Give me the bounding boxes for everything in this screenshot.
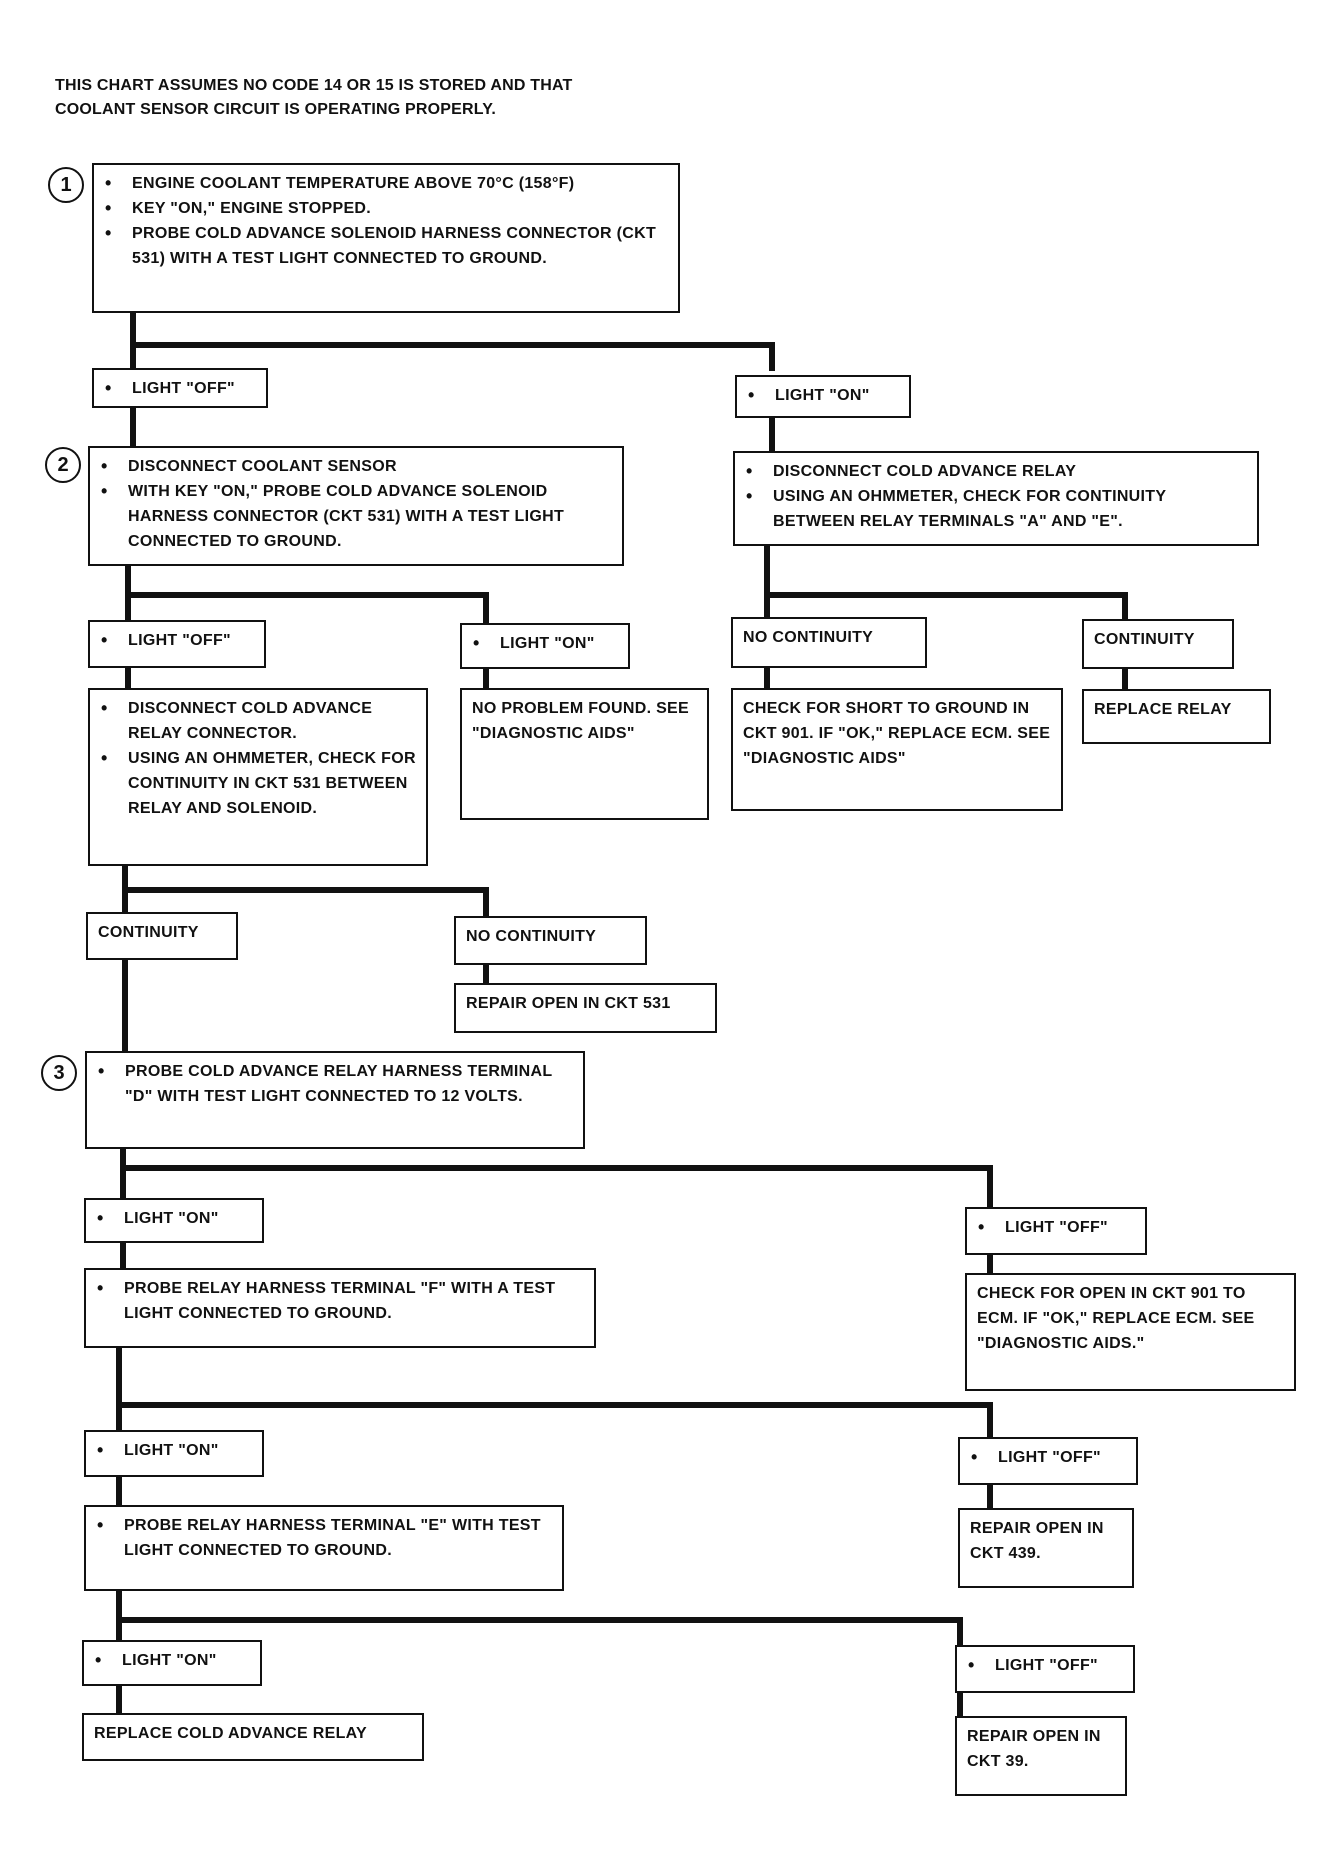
no-continuity-label: NO CONTINUITY: [466, 928, 597, 945]
terminal-e-light-on: LIGHT "ON": [82, 1640, 262, 1686]
terminal-e-box: PROBE RELAY HARNESS TERMINAL "E" WITH TE…: [84, 1505, 564, 1591]
step-1-item-2: KEY "ON," ENGINE STOPPED.: [105, 196, 670, 221]
repair-ckt-439-box: REPAIR OPEN IN CKT 439.: [958, 1508, 1134, 1588]
light-on-label: LIGHT "ON": [97, 1206, 254, 1231]
step-2-item-1: DISCONNECT COOLANT SENSOR: [101, 454, 614, 479]
terminal-f-light-on: LIGHT "ON": [84, 1430, 264, 1477]
check-ckt-901-text: CHECK FOR OPEN IN CKT 901 TO ECM. IF "OK…: [977, 1285, 1255, 1352]
light-off-label: LIGHT "OFF": [101, 628, 256, 653]
light-off-label: LIGHT "OFF": [971, 1445, 1128, 1470]
terminal-e-item: PROBE RELAY HARNESS TERMINAL "E" WITH TE…: [97, 1513, 554, 1563]
step-3-light-on: LIGHT "ON": [84, 1198, 264, 1243]
step-3-marker: 3: [41, 1055, 77, 1091]
no-problem-box: NO PROBLEM FOUND. SEE "DIAGNOSTIC AIDS": [460, 688, 709, 820]
no-problem-text: NO PROBLEM FOUND. SEE "DIAGNOSTIC AIDS": [472, 700, 689, 742]
no-continuity-box: NO CONTINUITY: [731, 617, 927, 668]
step-1-marker: 1: [48, 167, 84, 203]
replace-cold-advance-relay-box: REPLACE COLD ADVANCE RELAY: [82, 1713, 424, 1761]
disconnect-connector-box: DISCONNECT COLD ADVANCE RELAY CONNECTOR.…: [88, 688, 428, 866]
continuity-result-box: CONTINUITY: [86, 912, 238, 960]
replace-relay-text: REPLACE RELAY: [1094, 701, 1232, 718]
short-to-ground-box: CHECK FOR SHORT TO GROUND IN CKT 901. IF…: [731, 688, 1063, 811]
step-2-item-2: WITH KEY "ON," PROBE COLD ADVANCE SOLENO…: [101, 479, 614, 554]
replace-relay-box: REPLACE RELAY: [1082, 689, 1271, 744]
repair-ckt-439-text: REPAIR OPEN IN CKT 439.: [970, 1520, 1104, 1562]
step-3-light-off: LIGHT "OFF": [965, 1207, 1147, 1255]
light-on-label: LIGHT "ON": [748, 383, 901, 408]
step-1-item-1: ENGINE COOLANT TEMPERATURE ABOVE 70°C (1…: [105, 171, 670, 196]
continuity-box: CONTINUITY: [1082, 619, 1234, 669]
relay-item-1: DISCONNECT COLD ADVANCE RELAY: [746, 459, 1249, 484]
continuity-label: CONTINUITY: [98, 924, 199, 941]
light-on-label: LIGHT "ON": [473, 631, 620, 656]
step-2-light-on: LIGHT "ON": [460, 623, 630, 669]
light-off-label: LIGHT "OFF": [968, 1653, 1125, 1678]
light-off-label: LIGHT "OFF": [978, 1215, 1137, 1240]
assumption-line-2: COOLANT SENSOR CIRCUIT IS OPERATING PROP…: [55, 101, 497, 118]
assumption-line-1: THIS CHART ASSUMES NO CODE 14 OR 15 IS S…: [55, 77, 573, 94]
terminal-f-item: PROBE RELAY HARNESS TERMINAL "F" WITH A …: [97, 1276, 586, 1326]
step-2-marker: 2: [45, 447, 81, 483]
continuity-label: CONTINUITY: [1094, 631, 1195, 648]
check-ckt-901-box: CHECK FOR OPEN IN CKT 901 TO ECM. IF "OK…: [965, 1273, 1296, 1391]
repair-ckt-531-text: REPAIR OPEN IN CKT 531: [466, 995, 671, 1012]
step-1-light-on: LIGHT "ON": [735, 375, 911, 418]
repair-ckt-531-box: REPAIR OPEN IN CKT 531: [454, 983, 717, 1033]
terminal-e-light-off: LIGHT "OFF": [955, 1645, 1135, 1693]
terminal-f-light-off: LIGHT "OFF": [958, 1437, 1138, 1485]
step-3-box: PROBE COLD ADVANCE RELAY HARNESS TERMINA…: [85, 1051, 585, 1149]
light-on-label: LIGHT "ON": [97, 1438, 254, 1463]
disconnect-item-1: DISCONNECT COLD ADVANCE RELAY CONNECTOR.: [101, 696, 418, 746]
step-1-box: ENGINE COOLANT TEMPERATURE ABOVE 70°C (1…: [92, 163, 680, 313]
light-on-label: LIGHT "ON": [95, 1648, 252, 1673]
step-1-item-3: PROBE COLD ADVANCE SOLENOID HARNESS CONN…: [105, 221, 670, 271]
replace-cold-advance-relay-text: REPLACE COLD ADVANCE RELAY: [94, 1725, 368, 1742]
disconnect-item-2: USING AN OHMMETER, CHECK FOR CONTINUITY …: [101, 746, 418, 821]
repair-ckt-39-box: REPAIR OPEN IN CKT 39.: [955, 1716, 1127, 1796]
relay-item-2: USING AN OHMMETER, CHECK FOR CONTINUITY …: [746, 484, 1249, 534]
repair-ckt-39-text: REPAIR OPEN IN CKT 39.: [967, 1728, 1101, 1770]
short-to-ground-text: CHECK FOR SHORT TO GROUND IN CKT 901. IF…: [743, 700, 1051, 767]
step-2-box: DISCONNECT COOLANT SENSOR WITH KEY "ON,"…: [88, 446, 624, 566]
light-off-label: LIGHT "OFF": [105, 376, 258, 401]
step-2-light-off: LIGHT "OFF": [88, 620, 266, 668]
no-continuity-label: NO CONTINUITY: [743, 629, 874, 646]
terminal-f-box: PROBE RELAY HARNESS TERMINAL "F" WITH A …: [84, 1268, 596, 1348]
step-3-item-1: PROBE COLD ADVANCE RELAY HARNESS TERMINA…: [98, 1059, 575, 1109]
relay-continuity-box: DISCONNECT COLD ADVANCE RELAY USING AN O…: [733, 451, 1259, 546]
step-1-light-off: LIGHT "OFF": [92, 368, 268, 408]
no-continuity-result-box: NO CONTINUITY: [454, 916, 647, 965]
chart-assumption-note: THIS CHART ASSUMES NO CODE 14 OR 15 IS S…: [55, 74, 695, 122]
